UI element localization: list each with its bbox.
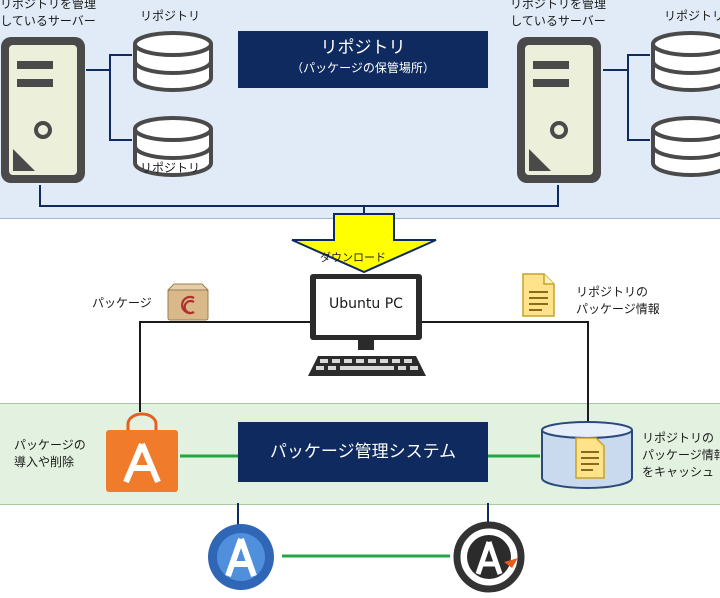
cache-database-icon: [541, 421, 633, 489]
right-server-db-top-line: [603, 54, 650, 71]
download-label: ダウンロード: [320, 251, 386, 264]
cache-label: リポジトリの パッケージ情報 をキャッシュ: [642, 431, 720, 479]
package-label: パッケージ: [92, 296, 152, 310]
server-link-line: [39, 185, 559, 207]
repo-info-document-icon: [522, 273, 555, 317]
repository-title: リポジトリ: [320, 38, 406, 58]
database-right-top-icon: [651, 31, 720, 92]
repo-info-label: リポジトリの パッケージ情報: [576, 285, 660, 316]
synaptic-refresh-icon: [453, 521, 525, 593]
update-manager-gear-icon: [208, 524, 274, 590]
pc-label: Ubuntu PC: [329, 296, 403, 312]
software-center-bag-icon: [106, 412, 178, 492]
database-left-top-icon: [133, 31, 213, 92]
ubuntu-pc-icon: [308, 274, 426, 376]
database-left-bottom-icon: [133, 116, 213, 177]
db-label-left: リポジトリ: [140, 9, 201, 23]
left-server-db-bottom-line: [86, 69, 132, 141]
package-box-icon: [166, 283, 210, 321]
server-label-left: リポジトリを管理 しているサーバー: [0, 0, 97, 28]
repository-title-box: リポジトリ （パッケージの保管場所）: [238, 31, 488, 88]
pc-to-cache-line: [420, 321, 589, 425]
pc-to-store-line: [139, 321, 312, 412]
right-server-db-bottom-line: [603, 69, 650, 141]
left-server-db-top-line: [86, 54, 132, 71]
download-arrow-icon: [291, 213, 437, 274]
server-right-icon: [517, 37, 601, 183]
db-label-right: リポジトリ: [664, 9, 720, 23]
database-right-bottom-icon: [651, 116, 720, 177]
server-label-right: リポジトリを管理 しているサーバー: [509, 0, 606, 28]
db-label-left-bottom: リポジトリ: [140, 161, 201, 175]
package-system-title: パッケージ管理システム: [238, 422, 488, 482]
repository-subtitle: （パッケージの保管場所）: [291, 61, 435, 75]
install-remove-label: パッケージの 導入や削除: [14, 438, 86, 469]
server-left-icon: [1, 37, 85, 183]
